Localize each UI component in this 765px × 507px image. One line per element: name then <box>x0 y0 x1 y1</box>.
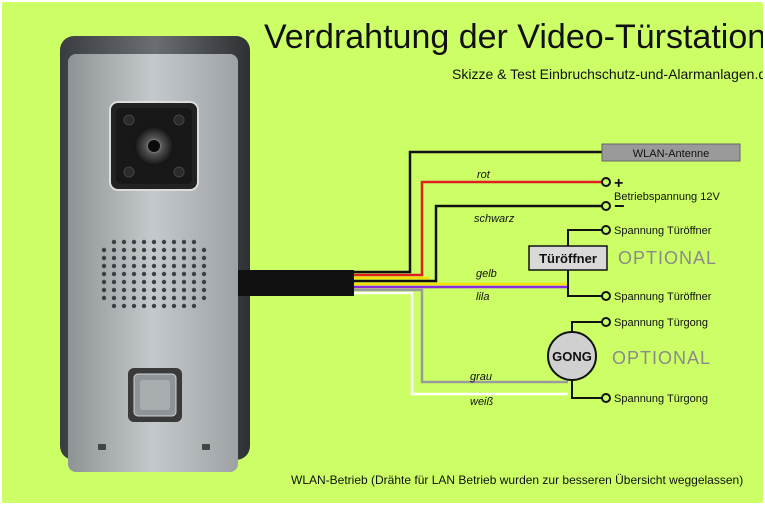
page-subtitle: Skizze & Test Einbruchschutz-und-Alarman… <box>452 66 763 82</box>
wire-label-weiss: weiß <box>470 396 494 408</box>
wire-label-rot: rot <box>477 169 491 181</box>
wlan-antenna <box>601 143 741 162</box>
screw-right-icon <box>202 444 210 450</box>
terminal-minus-icon <box>601 201 611 211</box>
screw-left-icon <box>98 444 106 450</box>
gong-optional: OPTIONAL <box>612 348 711 368</box>
wire-label-schwarz: schwarz <box>474 213 515 225</box>
camera-module <box>109 101 199 191</box>
door-station-device <box>60 36 250 472</box>
footer-note: WLAN-Betrieb (Drähte für LAN Betrieb wur… <box>291 473 743 487</box>
page-title: Verdrahtung der Video-Türstation <box>264 18 763 56</box>
gong-label: GONG <box>552 349 592 364</box>
wire-white <box>354 291 568 396</box>
terminal-plus-icon <box>601 177 611 187</box>
wire-label-gelb: gelb <box>476 268 497 280</box>
call-button <box>128 368 182 422</box>
terminal-door-top-icon <box>601 225 611 235</box>
gong-terminal-bottom-label: Spannung Türgong <box>614 393 708 405</box>
wire-grey <box>354 288 568 384</box>
door-opener-label: Türöffner <box>539 251 597 266</box>
gong-block: GONG <box>547 321 602 399</box>
door-opener-block: Türöffner <box>528 229 608 297</box>
minus-sign: − <box>614 196 625 216</box>
terminal-gong-top-icon <box>601 317 611 327</box>
terminal-door-bottom-icon <box>601 291 611 301</box>
wire-black <box>354 204 602 283</box>
door-opener-optional: OPTIONAL <box>618 248 717 268</box>
wire-red <box>354 180 602 277</box>
cable-sheath <box>238 270 354 296</box>
door-terminal-bottom-label: Spannung Türöffner <box>614 291 712 303</box>
door-terminal-top-label: Spannung Türöffner <box>614 225 712 237</box>
gong-circle <box>547 331 597 381</box>
plus-sign: + <box>614 175 623 192</box>
gong-terminal-top-label: Spannung Türgong <box>614 317 708 329</box>
wire-label-grau: grau <box>470 371 492 383</box>
wire-label-lila: lila <box>476 291 489 303</box>
wire-antenna <box>354 150 602 274</box>
antenna-label: WLAN-Antenne <box>633 148 709 160</box>
terminal-gong-bottom-icon <box>601 393 611 403</box>
speaker-grille <box>101 239 207 309</box>
power-label: Betriebspannung 12V <box>614 191 720 203</box>
